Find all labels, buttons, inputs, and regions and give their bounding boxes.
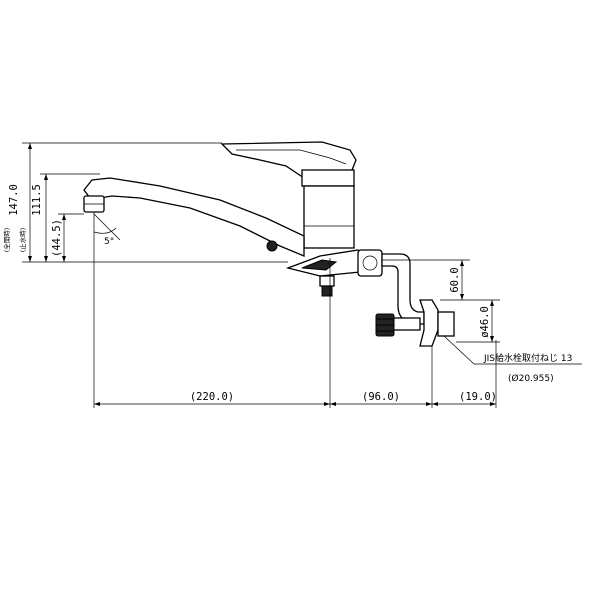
elbow-drop-value: 60.0 bbox=[449, 267, 461, 292]
body-to-pipe-value: (96.0) bbox=[362, 391, 400, 403]
extension-lines bbox=[22, 142, 500, 408]
stop-valve-stem bbox=[391, 317, 421, 331]
swivel-angle-value: 5° bbox=[104, 237, 114, 247]
spout bbox=[83, 177, 305, 257]
total-height-note: (全開時) bbox=[2, 228, 11, 253]
cartridge-collar bbox=[301, 169, 355, 187]
spout-height-value: 111.5 bbox=[31, 184, 43, 216]
mount-stub bbox=[319, 275, 335, 287]
main-body bbox=[303, 185, 355, 249]
total-height-value: 147.0 bbox=[8, 184, 20, 216]
faucet-body bbox=[83, 141, 455, 347]
pipe-to-end-value: (19.0) bbox=[459, 391, 497, 403]
spout-height-note: (止水時) bbox=[18, 228, 27, 253]
outlet-height-value: (44.5) bbox=[51, 219, 63, 257]
nut-diameter-value: ø46.0 bbox=[479, 306, 491, 338]
dimension-lines bbox=[28, 143, 582, 406]
reach-value: (220.0) bbox=[190, 391, 234, 403]
union-nut bbox=[357, 249, 383, 277]
dimension-labels: 147.0 (全開時) 111.5 (止水時) (44.5) 5° (220.0… bbox=[2, 184, 572, 403]
flange-nipple bbox=[437, 311, 455, 337]
mount-stub-thread bbox=[321, 285, 333, 297]
thread-spec-diameter: (Ø20.955) bbox=[508, 373, 554, 384]
thread-spec-label: JIS給水栓取付ねじ 13 bbox=[483, 352, 572, 364]
spout-knob bbox=[266, 240, 278, 252]
